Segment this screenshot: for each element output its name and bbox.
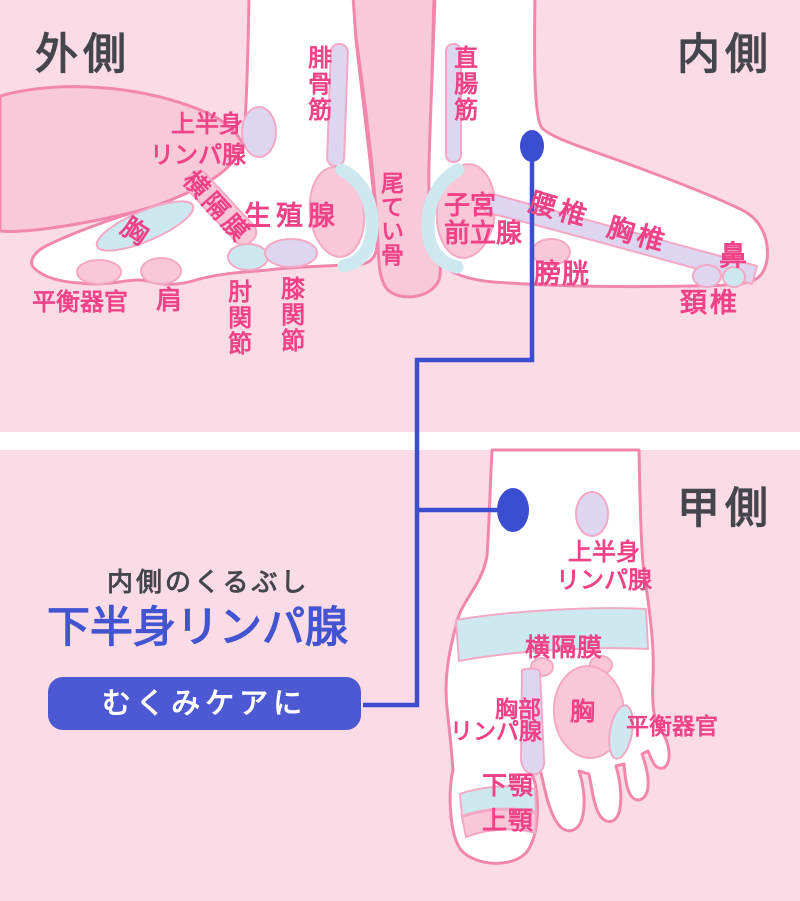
label-tailbone: 尾てい骨	[376, 171, 403, 267]
zone-balance-organ-side	[76, 259, 122, 285]
label-upper-body-lymph-top-line2: リンパ腺	[556, 566, 652, 594]
label-chest-top: 胸	[570, 697, 596, 726]
label-fibula-muscle: 腓骨筋	[303, 45, 332, 123]
zone-rectal-muscle	[445, 43, 462, 163]
zone-knee-joint	[264, 238, 318, 268]
care-badge: むくみケアに	[48, 677, 361, 730]
label-cervical-spine: 頚椎	[680, 288, 740, 319]
label-rectal-muscle: 直腸筋	[449, 45, 478, 123]
label-uterus-prostate-line1: 子宮	[444, 191, 497, 221]
label-outer-side: 外側	[35, 30, 131, 80]
label-upper-body-lymph-top: 上半身 リンパ腺	[556, 538, 652, 594]
zone-tailbone-left	[335, 163, 379, 273]
label-chest-lymph-line1: 胸部	[495, 697, 541, 723]
zone-spine-band	[484, 192, 758, 285]
label-knee-joint: 膝関節	[276, 276, 305, 354]
zone-nose	[722, 266, 746, 288]
zone-fibula-muscle	[326, 42, 349, 167]
label-shoulder: 肩	[156, 286, 183, 316]
label-bladder: 膀胱	[534, 259, 590, 290]
zone-cervical-spine	[692, 264, 722, 288]
label-nose: 鼻	[719, 239, 748, 272]
label-upper-body-lymph-side: 上半身 リンパ腺	[150, 109, 246, 171]
label-elbow-joint: 肘関節	[223, 279, 252, 357]
zone-chest-lymph-strip	[519, 667, 546, 776]
label-top-side: 甲側	[677, 484, 773, 534]
zone-upper-body-lymph-top	[575, 491, 609, 537]
zone-diaphragm-side	[184, 170, 258, 246]
zone-gonad	[308, 166, 366, 258]
zone-shoulder	[140, 257, 182, 285]
callout-location: 内側のくるぶし	[107, 568, 310, 598]
zone-upper-jaw-band	[460, 808, 538, 839]
label-balance-organ-top: 平衡器官	[626, 714, 718, 740]
bottom-section-background	[0, 450, 800, 901]
label-lower-jaw: 下顎	[482, 771, 535, 800]
care-badge-label: むくみケアに	[101, 686, 308, 720]
label-chest-lymph-line2: リンパ腺	[450, 719, 542, 745]
top-view-foot-outline	[444, 448, 671, 865]
zone-tailbone-right	[421, 163, 465, 274]
section-divider	[0, 432, 800, 450]
pressure-point-inner-ankle-side	[520, 130, 544, 162]
zone-diaphragm-top	[455, 607, 649, 662]
label-upper-jaw: 上顎	[482, 806, 535, 835]
pressure-point-inner-ankle-top	[497, 488, 529, 532]
label-uterus-prostate-line2: 前立腺	[444, 219, 523, 249]
label-upper-body-lymph-top-line1: 上半身	[568, 538, 640, 566]
label-diaphragm-top: 横隔膜	[525, 633, 604, 662]
label-uterus-prostate: 子宮 前立腺	[444, 192, 522, 248]
callout-connector-line	[363, 146, 535, 708]
label-balance-organ-side: 平衡器官	[32, 288, 128, 316]
label-upper-body-lymph-side-line1: 上半身	[171, 110, 243, 138]
callout-point-name: 下半身リンパ腺	[47, 603, 348, 653]
label-inner-side: 内側	[677, 30, 773, 80]
zone-balance-organ-top	[608, 704, 634, 760]
label-upper-body-lymph-side-line2: リンパ腺	[150, 141, 246, 169]
label-gonad: 生殖腺	[244, 201, 340, 232]
label-chest-lymph: 胸部 リンパ腺	[450, 697, 542, 745]
zone-upper-body-lymph-side	[241, 106, 277, 158]
zone-chest-side	[95, 200, 195, 252]
